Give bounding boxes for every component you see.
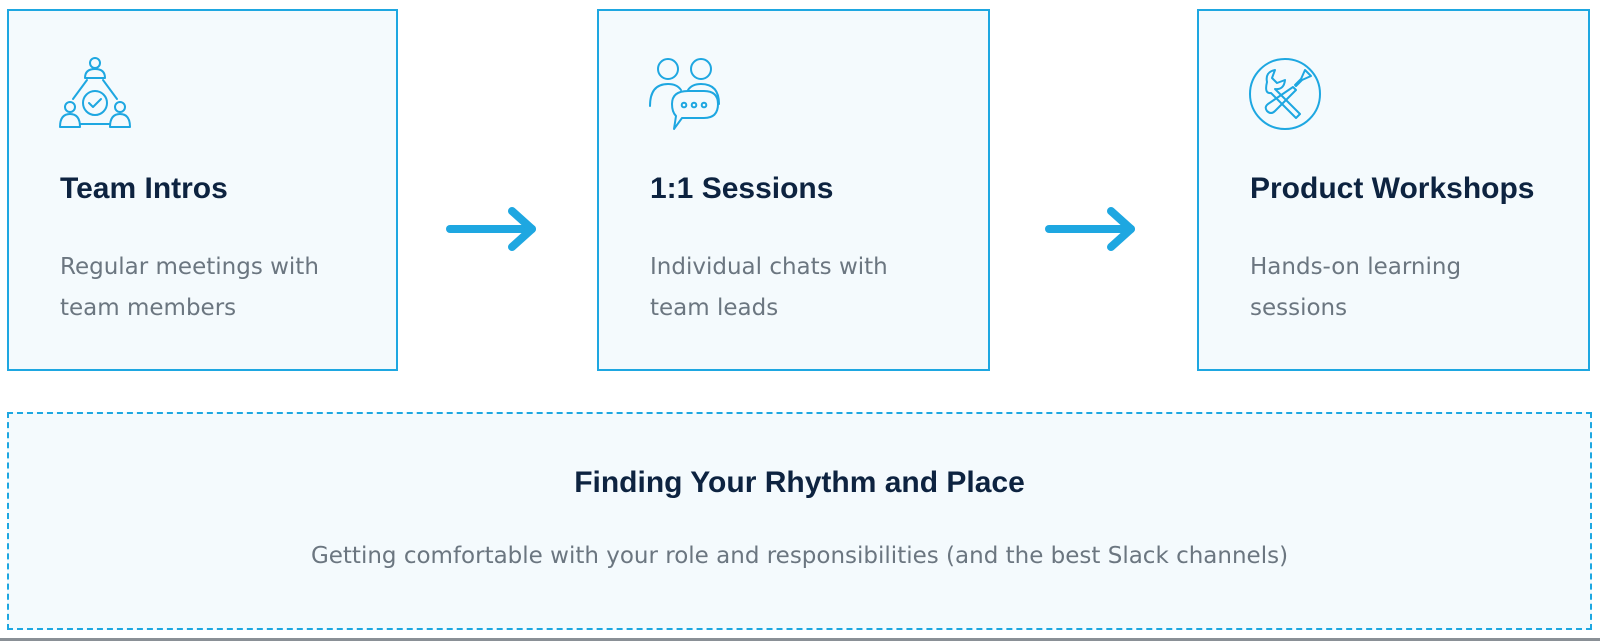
- tools-icon: [1249, 58, 1321, 130]
- step-description-line: Hands-on learning: [1250, 254, 1462, 280]
- summary-title: Finding Your Rhythm and Place: [574, 466, 1025, 499]
- step-description-line: Individual chats with: [650, 254, 888, 280]
- step-description: Individual chats with team leads: [650, 247, 970, 329]
- step-description-line: team leads: [650, 295, 779, 321]
- step-title: Team Intros: [60, 172, 228, 205]
- summary-description: Getting comfortable with your role and r…: [310, 543, 1289, 569]
- step-title: Product Workshops: [1250, 172, 1535, 205]
- arrow-right-icon: [1045, 207, 1135, 251]
- summary-box: Finding Your Rhythm and Place Getting co…: [7, 412, 1592, 630]
- team-connection-icon: [59, 57, 131, 128]
- arrow-right-icon: [446, 207, 536, 251]
- step-card-team-intros: Team Intros Regular meetings with team m…: [7, 9, 398, 371]
- step-description-line: team members: [60, 295, 237, 321]
- chat-people-icon: [649, 58, 720, 130]
- bottom-divider: [0, 638, 1600, 641]
- step-card-1on1-sessions: 1:1 Sessions Individual chats with team …: [597, 9, 990, 371]
- step-card-product-workshops: Product Workshops Hands-on learning sess…: [1197, 9, 1590, 371]
- step-title: 1:1 Sessions: [650, 172, 834, 205]
- step-description-line: sessions: [1250, 295, 1348, 321]
- step-description: Regular meetings with team members: [60, 247, 380, 329]
- step-description-line: Regular meetings with: [60, 254, 319, 280]
- step-description: Hands-on learning sessions: [1250, 247, 1570, 329]
